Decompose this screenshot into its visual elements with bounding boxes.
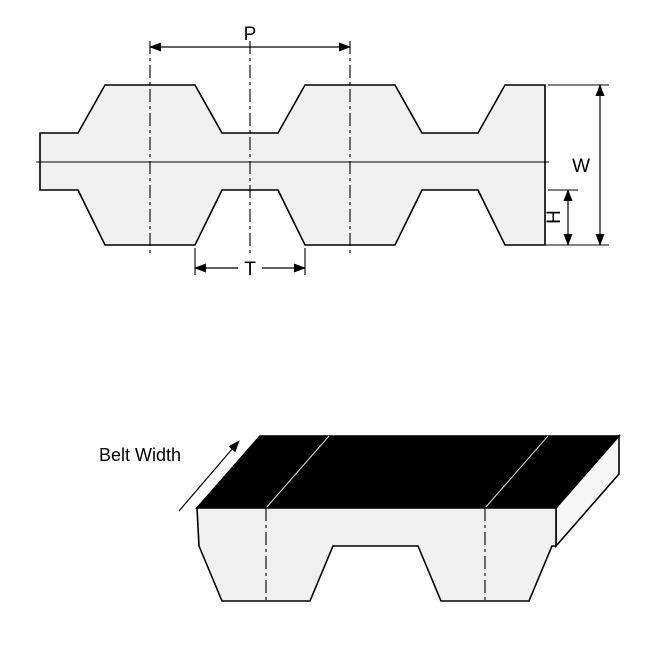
belt-front-face [196, 507, 557, 602]
belt-top-face [195, 435, 621, 509]
top-face-seam-left [265, 435, 330, 509]
belt-perspective-view: Belt Width [99, 433, 621, 602]
pitch-label: P [244, 24, 257, 45]
belt-profile-outline [39, 84, 546, 246]
pitch-dimension: P [149, 24, 351, 52]
height-dimension: H [544, 189, 578, 246]
tooth-dimension: T [194, 248, 306, 280]
belt-width-label: Belt Width [99, 445, 181, 465]
tooth-label: T [244, 259, 256, 280]
top-face-seam-right [484, 435, 549, 509]
belt-width-arrow [178, 440, 240, 512]
width-dimension: W [535, 84, 609, 246]
belt-cross-section: P W H T [36, 24, 609, 280]
width-label: W [572, 156, 590, 177]
height-label: H [544, 210, 565, 224]
